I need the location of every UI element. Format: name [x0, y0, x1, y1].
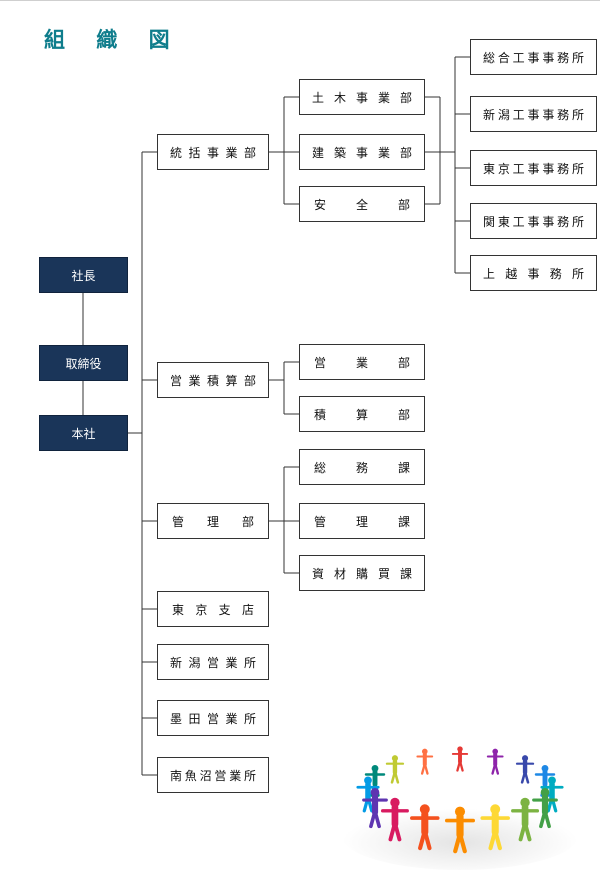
- dept-tokyo-shiten: 東京支店: [157, 591, 269, 627]
- unit-kanri: 管理課: [299, 503, 425, 539]
- person-figure: [380, 797, 409, 842]
- top-rule: [0, 0, 600, 1]
- person-figure: [410, 804, 440, 851]
- dept-tokatsu: 統括事業部: [157, 134, 269, 170]
- office-sogo: 総合工事事務所: [470, 39, 597, 75]
- director-box: 取締役: [39, 345, 128, 381]
- dept-eigyo-sekisan: 営業積算部: [157, 362, 269, 398]
- person-figure: [511, 797, 540, 842]
- dept-kanri: 管理部: [157, 503, 269, 539]
- dept-minamiuonuma-eigyosho: 南魚沼営業所: [157, 757, 269, 793]
- head-office-label: 本社: [71, 426, 96, 441]
- person-figure: [416, 748, 434, 775]
- person-figure: [515, 755, 535, 784]
- president-box: 社長: [39, 257, 128, 293]
- people-circle-illustration: [342, 746, 578, 870]
- office-niigata: 新潟工事事務所: [470, 96, 597, 132]
- office-joetsu: 上越事務所: [470, 255, 597, 291]
- office-kanto: 関東工事事務所: [470, 203, 597, 239]
- person-figure: [532, 787, 558, 829]
- division-anzen: 安全部: [299, 186, 425, 222]
- person-figure: [445, 806, 475, 854]
- person-figure: [480, 804, 510, 851]
- division-doboku: 土木事業部: [299, 79, 425, 115]
- division-kenchiku: 建築事業部: [299, 134, 425, 170]
- dept-sumida-eigyosho: 墨田営業所: [157, 700, 269, 736]
- person-figure: [486, 748, 504, 775]
- office-tokyo: 東京工事事務所: [470, 150, 597, 186]
- unit-shizai: 資材購買課: [299, 555, 425, 591]
- person-figure: [385, 755, 405, 784]
- unit-eigyo: 営業部: [299, 344, 425, 380]
- person-figure: [451, 746, 469, 772]
- unit-sekisan: 積算部: [299, 396, 425, 432]
- dept-niigata-eigyosho: 新潟営業所: [157, 644, 269, 680]
- director-label: 取締役: [65, 356, 102, 371]
- page-title: 組 織 図: [44, 28, 182, 52]
- head-office-box: 本社: [39, 415, 128, 451]
- person-figure: [362, 787, 388, 829]
- unit-somu: 総務課: [299, 449, 425, 485]
- president-label: 社長: [71, 268, 96, 283]
